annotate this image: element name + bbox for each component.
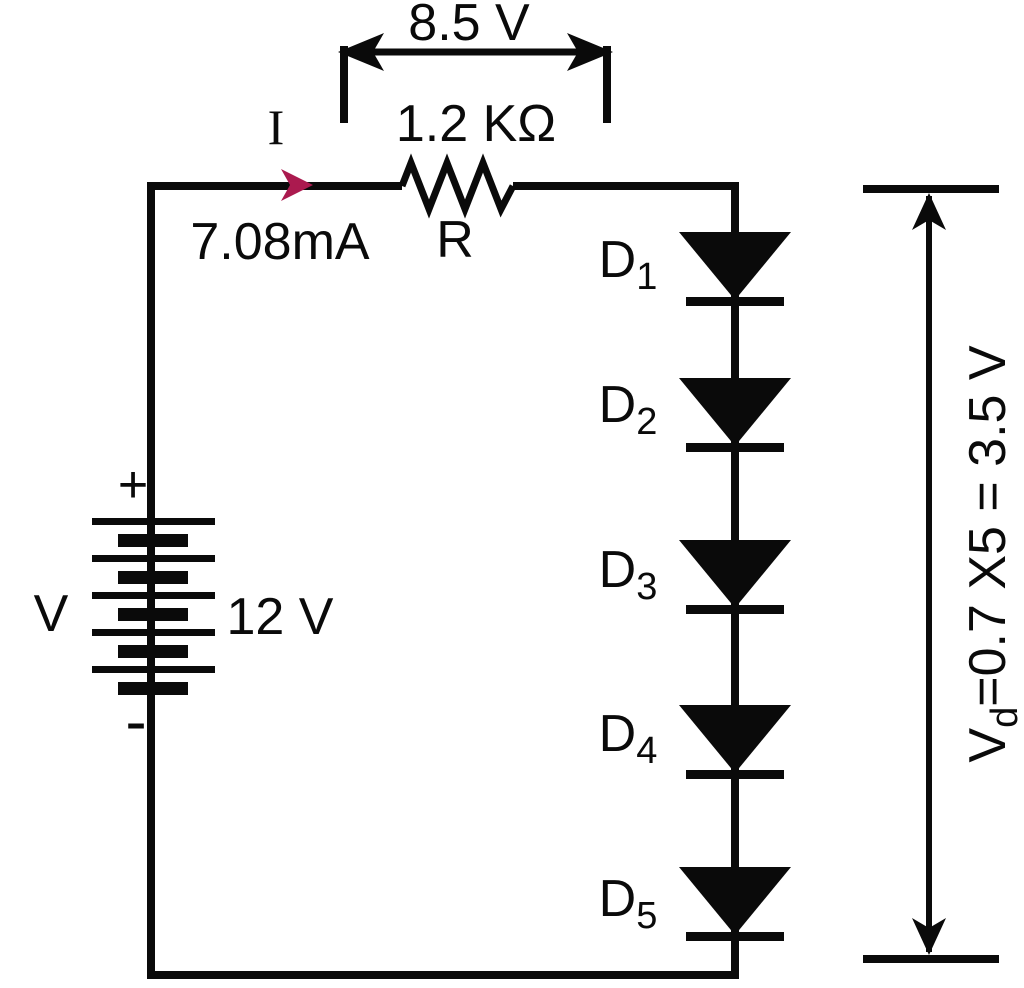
resistor-voltage-bracket bbox=[338, 33, 613, 123]
diode-drop-symbol: V bbox=[959, 727, 1017, 763]
diode-triangle bbox=[679, 232, 791, 300]
diode-letter: D bbox=[598, 541, 637, 599]
battery-short-plate bbox=[118, 534, 188, 547]
battery-long-plate bbox=[92, 629, 215, 636]
battery-short-plate bbox=[118, 571, 188, 584]
battery-symbol bbox=[92, 518, 215, 695]
resistor-value-label: 1.2 KΩ bbox=[395, 95, 557, 153]
diode-cathode-bar bbox=[686, 443, 784, 452]
diode-label-d2: D2 bbox=[594, 376, 662, 441]
diode-triangle bbox=[679, 540, 791, 608]
diode-drop-subscript: d bbox=[984, 706, 1024, 728]
diode-cathode-bar bbox=[686, 932, 784, 941]
current-arrow bbox=[281, 169, 313, 201]
current-symbol-label: I bbox=[267, 99, 285, 155]
diode-drop-equation: =0.7 X5 = 3.5 V bbox=[959, 345, 1017, 707]
diode-triangle bbox=[679, 378, 791, 446]
voltage-arrowhead-right bbox=[567, 33, 613, 71]
diode-subscript: 2 bbox=[636, 401, 658, 443]
resistor-symbol bbox=[398, 153, 517, 219]
diode-drop-label: Vd=0.7 X5 = 3.5 V bbox=[959, 264, 1024, 844]
diode-subscript: 5 bbox=[636, 895, 658, 937]
diode-subscript: 4 bbox=[636, 730, 658, 772]
diode-letter: D bbox=[598, 705, 637, 763]
diode-cathode-bar bbox=[686, 770, 784, 779]
battery-long-plate bbox=[92, 518, 215, 525]
battery-minus-label: - bbox=[125, 685, 147, 757]
diode-D2-symbol bbox=[679, 378, 791, 452]
diode-D1-symbol bbox=[679, 232, 791, 306]
diode-subscript: 3 bbox=[636, 566, 658, 608]
diode-cathode-bar bbox=[686, 297, 784, 306]
diode-subscript: 1 bbox=[636, 256, 658, 298]
diode-D5-symbol bbox=[679, 867, 791, 941]
battery-symbol-label: V bbox=[33, 585, 69, 643]
battery-long-plate bbox=[92, 555, 215, 562]
battery-long-plate bbox=[92, 592, 215, 599]
current-value-label: 7.08mA bbox=[190, 213, 370, 271]
diode-triangle bbox=[679, 867, 791, 935]
diode-letter: D bbox=[598, 231, 637, 289]
diode-cathode-bar bbox=[686, 605, 784, 614]
diode-D4-symbol bbox=[679, 705, 791, 779]
diode-letter: D bbox=[598, 870, 637, 928]
battery-plus-label: + bbox=[117, 456, 149, 514]
battery-long-plate bbox=[92, 666, 215, 673]
diode-label-d4: D4 bbox=[594, 705, 662, 770]
battery-short-plate bbox=[118, 608, 188, 621]
diode-D3-symbol bbox=[679, 540, 791, 614]
voltage-arrowhead-left bbox=[338, 33, 384, 71]
battery-short-plate bbox=[118, 645, 188, 658]
diode-triangle bbox=[679, 705, 791, 773]
battery-value-label: 12 V bbox=[226, 588, 334, 646]
circuit-wire-loop bbox=[147, 182, 739, 979]
resistor-name-label: R bbox=[436, 211, 474, 269]
diode-label-d5: D5 bbox=[594, 870, 662, 935]
diode-label-d1: D1 bbox=[594, 231, 662, 296]
diode-label-d3: D3 bbox=[594, 541, 662, 606]
measure-arrowhead-down bbox=[912, 918, 946, 955]
resistor-voltage-label: 8.5 V bbox=[408, 0, 530, 52]
diode-drop-measure-arrow bbox=[863, 185, 999, 963]
measure-arrowhead-up bbox=[912, 193, 946, 230]
battery-short-plate bbox=[118, 682, 188, 695]
diode-letter: D bbox=[598, 376, 637, 434]
